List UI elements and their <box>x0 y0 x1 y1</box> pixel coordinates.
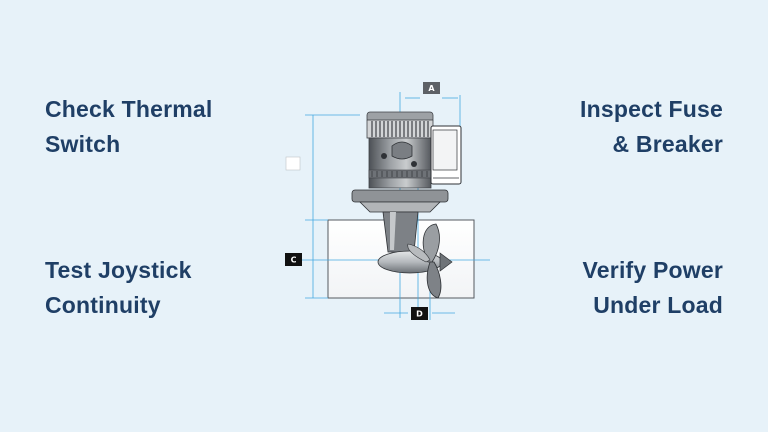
svg-text:C: C <box>291 256 297 265</box>
dimension-tag-b <box>285 156 301 171</box>
svg-text:A: A <box>428 84 435 93</box>
step-line-1: Check Thermal <box>45 96 213 122</box>
propeller-pod <box>377 223 453 299</box>
step-line-2: Switch <box>45 131 121 157</box>
step-line-1: Verify Power <box>582 257 723 283</box>
step-line-1: Test Joystick <box>45 257 192 283</box>
motor-assembly <box>351 111 462 253</box>
step-line-2: & Breaker <box>612 131 723 157</box>
step-check-thermal-switch: Check Thermal Switch <box>45 92 213 162</box>
dimension-tag-a: A <box>423 82 440 94</box>
svg-text:D: D <box>416 310 423 319</box>
step-test-joystick-continuity: Test Joystick Continuity <box>45 253 192 323</box>
step-verify-power-under-load: Verify Power Under Load <box>583 253 723 323</box>
dimension-tag-d: D <box>411 307 428 320</box>
step-line-2: Under Load <box>593 292 723 318</box>
dimension-tag-c: C <box>285 253 302 266</box>
step-line-2: Continuity <box>45 292 161 318</box>
step-inspect-fuse-breaker: Inspect Fuse & Breaker <box>580 92 723 162</box>
step-line-1: Inspect Fuse <box>580 96 723 122</box>
